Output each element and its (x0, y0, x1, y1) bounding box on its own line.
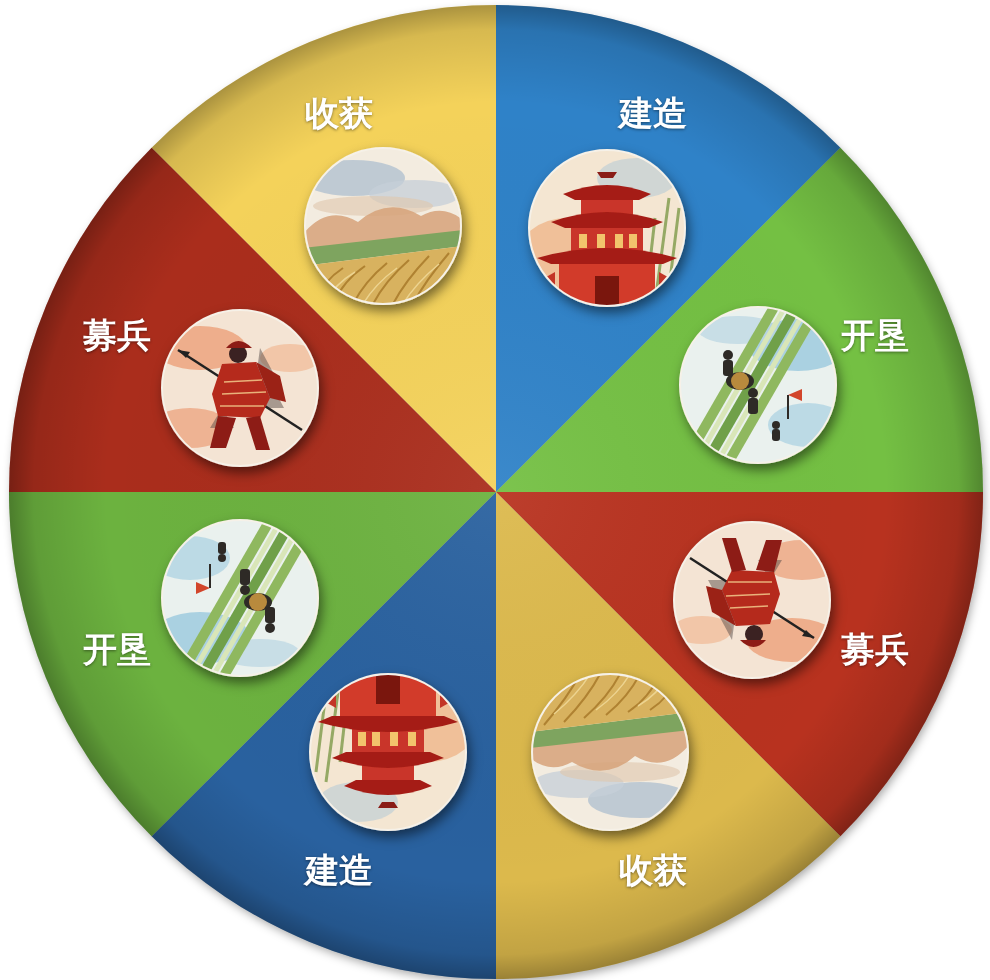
sector-label: 收获 (619, 850, 687, 891)
sector-wedge (495, 491, 842, 980)
harvest-picture (530, 672, 692, 832)
sector-wedge (495, 146, 984, 493)
harvest-picture (301, 146, 463, 306)
wheel-sector: 开垦 (8, 491, 497, 838)
wheel-sector: 募兵 (8, 146, 497, 494)
farming-picture (678, 292, 848, 472)
farming-picture (150, 511, 320, 691)
sector-label: 收获 (305, 93, 373, 134)
sector-wedge (8, 491, 497, 838)
sector-label: 开垦 (841, 315, 909, 356)
wheel-sector: 开垦 (495, 146, 984, 493)
soldier-picture (150, 308, 320, 468)
sector-label: 开垦 (83, 629, 151, 670)
sector-wedge (8, 146, 497, 494)
building-picture (308, 672, 478, 832)
soldier-picture (672, 520, 842, 680)
sector-label: 募兵 (83, 315, 151, 356)
sector-label: 募兵 (841, 629, 909, 670)
sector-label: 建造 (619, 93, 687, 134)
sector-fill (9, 492, 496, 836)
sector-label: 建造 (305, 850, 373, 891)
sector-fill (496, 148, 983, 492)
sector-fill (496, 492, 840, 979)
wheel-shading (9, 5, 983, 979)
sector-fill (9, 148, 496, 492)
wheel-sector: 收获 (495, 491, 842, 980)
building-picture (517, 148, 687, 308)
